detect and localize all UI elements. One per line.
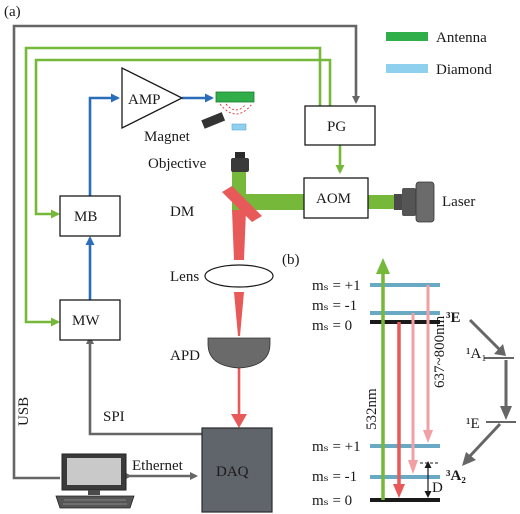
lower-ms-0-label: mₛ = 0 xyxy=(312,493,352,509)
ethernet-label: Ethernet xyxy=(132,458,184,474)
computer-icon xyxy=(55,453,135,509)
magnet-label: Magnet xyxy=(144,129,191,145)
mb-label: MB xyxy=(74,209,97,225)
laser-label: Laser xyxy=(442,194,475,210)
objective-label: Objective xyxy=(148,156,207,172)
antenna-legend-label: Antenna xyxy=(436,30,487,46)
aom-label: AOM xyxy=(316,191,351,207)
excitation-wavelength-label: 532nm xyxy=(364,388,380,430)
apd xyxy=(207,337,271,369)
pg-box xyxy=(304,105,376,146)
mw-box xyxy=(59,299,121,341)
spi-wire xyxy=(86,336,202,436)
lower-ms-plus1-label: mₛ = +1 xyxy=(312,439,361,455)
fluorescence-arrowhead-ms-plus1 xyxy=(423,430,433,443)
laser-neck xyxy=(402,188,416,216)
laser-aperture xyxy=(394,194,402,210)
field-line-inner xyxy=(225,103,247,111)
mb-to-amp-line xyxy=(88,93,120,196)
pg-label: PG xyxy=(327,119,346,135)
isc-arrow-lower xyxy=(468,422,502,458)
lower-ms-minus1-label: mₛ = -1 xyxy=(312,469,357,485)
amp-label: AMP xyxy=(128,92,161,108)
emission-band-label: 637~800nm xyxy=(432,315,448,388)
objective xyxy=(231,158,249,172)
isc-arrowhead-upper xyxy=(494,344,506,356)
fluorescence-beam-focus xyxy=(234,292,244,336)
singlet-lower-label: ¹E xyxy=(466,416,480,432)
apd-label: APD xyxy=(170,348,200,364)
singlet-decay-arrowhead xyxy=(500,406,512,420)
excited-state-label: ³E xyxy=(446,310,461,326)
usb-wire xyxy=(12,24,360,480)
mb-box xyxy=(59,195,121,237)
magnet xyxy=(201,112,226,129)
spi-label: SPI xyxy=(103,409,125,425)
antenna xyxy=(215,91,255,103)
fluorescence-arrowhead-ms0 xyxy=(393,484,405,498)
aom-box xyxy=(303,177,369,219)
upper-ms-minus1-label: mₛ = -1 xyxy=(312,298,357,314)
fluorescence-arrowhead-ms-minus1 xyxy=(408,460,418,474)
usb-label: USB xyxy=(16,397,32,426)
upper-ms-0-label: mₛ = 0 xyxy=(312,318,352,334)
objective-tip xyxy=(235,152,245,158)
mw-label: MW xyxy=(72,313,100,329)
lens-label: Lens xyxy=(170,269,199,285)
panel-label-a: (a) xyxy=(4,4,21,20)
apd-to-daq-arrowhead xyxy=(231,414,247,428)
isc-arrowhead-lower xyxy=(462,452,476,466)
dichroic-mirror xyxy=(222,186,262,222)
diamond-legend-label: Diamond xyxy=(436,62,492,78)
pg-to-mw-line xyxy=(24,46,322,327)
diamond-legend-swatch xyxy=(386,64,428,73)
panel-label-b: (b) xyxy=(282,252,300,268)
dm-label: DM xyxy=(170,204,194,220)
field-line-outer xyxy=(219,103,253,115)
daq-label: DAQ xyxy=(216,464,249,480)
excitation-arrowhead xyxy=(376,258,390,274)
singlet-upper-label: ¹A₁ xyxy=(466,346,487,362)
ground-state-label: ³A₂ xyxy=(446,468,466,484)
upper-ms-plus1-label: mₛ = +1 xyxy=(312,278,361,294)
fluorescence-beam-upper xyxy=(232,210,246,260)
isc-arrow-upper xyxy=(468,318,502,352)
diamond xyxy=(231,123,247,131)
pg-to-mb-line xyxy=(34,58,332,219)
antenna-legend-swatch xyxy=(386,32,428,41)
amp-triangle xyxy=(121,66,184,130)
d-label: D xyxy=(432,480,443,496)
laser-beam-segment xyxy=(368,195,394,209)
daq-box xyxy=(201,427,273,513)
laser-body xyxy=(415,181,435,223)
lens xyxy=(204,264,274,288)
